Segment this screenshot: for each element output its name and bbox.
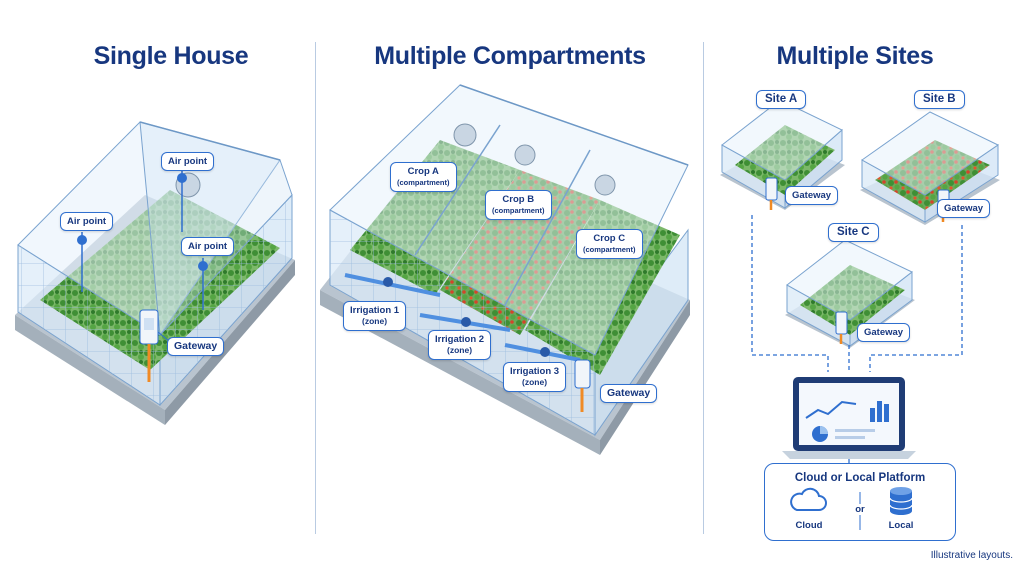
- sensor-icon: [77, 235, 87, 245]
- valve-icon: [540, 347, 550, 357]
- footnote: Illustrative layouts.: [930, 550, 1013, 561]
- crop-b-sub: (compartment): [492, 206, 545, 215]
- irrigation-3-name: Irrigation 3: [510, 366, 560, 377]
- label-air-point: Air point: [181, 237, 235, 256]
- laptop-icon: [782, 377, 916, 459]
- panel-divider: [703, 42, 704, 534]
- panel-title-single-house: Single House: [93, 42, 249, 70]
- crop-c-sub: (compartment): [583, 245, 636, 254]
- label-crop-a: Crop A (compartment): [390, 162, 457, 192]
- crop-a-name: Crop A: [407, 166, 439, 177]
- fan-icon: [594, 174, 616, 196]
- site-connectors: [751, 215, 963, 372]
- crop-b-name: Crop B: [502, 194, 535, 205]
- platform-title: Cloud or Local Platform: [794, 472, 926, 484]
- label-crop-b: Crop B (compartment): [485, 190, 552, 220]
- platform-cloud-label: Cloud: [795, 520, 823, 531]
- irrigation-1-name: Irrigation 1: [350, 305, 400, 316]
- irrigation-2-sub: (zone): [447, 345, 473, 355]
- label-gateway-site-c: Gateway: [857, 323, 911, 342]
- irrigation-2-name: Irrigation 2: [435, 334, 485, 345]
- label-crop-c: Crop C (compartment): [576, 229, 643, 259]
- database-icon: [889, 487, 913, 515]
- valve-icon: [383, 277, 393, 287]
- platform-local-label: Local: [888, 520, 914, 531]
- sensor-icon: [198, 261, 208, 271]
- gateway-device-icon: [835, 311, 848, 335]
- platform-box: Cloud or Local Platform or Cloud Local: [764, 463, 956, 541]
- label-site-c: Site C: [828, 223, 879, 242]
- label-air-point: Air point: [60, 212, 114, 231]
- crop-c-name: Crop C: [593, 233, 626, 244]
- panel-divider: [315, 42, 316, 534]
- gateway-device-icon: [765, 177, 778, 201]
- label-irrigation-1: Irrigation 1 (zone): [343, 301, 407, 331]
- label-gateway-site-a: Gateway: [785, 186, 839, 205]
- valve-icon: [461, 317, 471, 327]
- panel-title-multiple-compartments: Multiple Compartments: [374, 42, 646, 70]
- fan-icon: [453, 123, 477, 147]
- greenhouse-single-house: [15, 121, 295, 425]
- sensor-icon: [177, 173, 187, 183]
- gateway-device-icon: [574, 359, 591, 389]
- label-irrigation-2: Irrigation 2 (zone): [428, 330, 492, 360]
- label-gateway-site-b: Gateway: [937, 199, 991, 218]
- label-site-a: Site A: [756, 90, 807, 109]
- label-air-point: Air point: [161, 152, 215, 171]
- cloud-icon: [790, 487, 827, 511]
- irrigation-1-sub: (zone): [362, 316, 388, 326]
- platform-icons: [790, 487, 913, 530]
- fan-icon: [514, 144, 536, 166]
- panel-title-multiple-sites: Multiple Sites: [776, 42, 934, 70]
- crop-a-sub: (compartment): [397, 178, 450, 187]
- greenhouse-site-c: [785, 239, 915, 348]
- label-gateway: Gateway: [600, 384, 658, 403]
- label-site-b: Site B: [914, 90, 965, 109]
- label-irrigation-3: Irrigation 3 (zone): [503, 362, 567, 392]
- platform-or: or: [850, 504, 870, 515]
- label-gateway: Gateway: [167, 337, 225, 356]
- irrigation-3-sub: (zone): [522, 377, 548, 387]
